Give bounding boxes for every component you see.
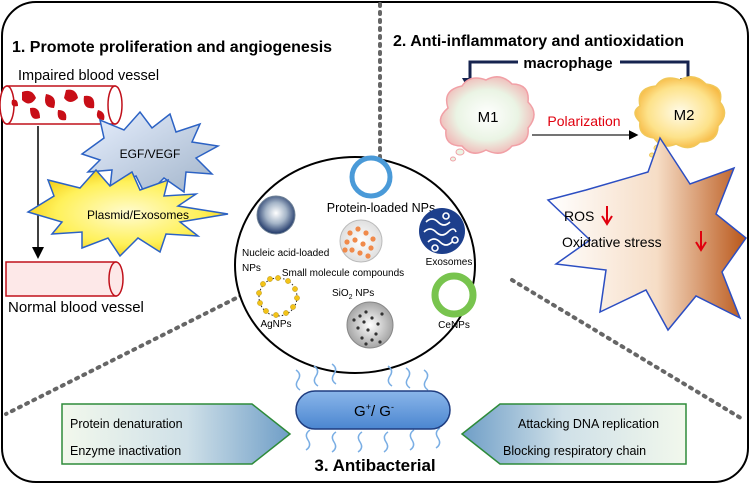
egf-vegf-label: EGF/VEGF (120, 147, 181, 161)
cenps-label: CeNPs (438, 320, 470, 331)
small-molecule-label: Small molecule compounds (282, 268, 404, 279)
left-mechanism-box: Protein denaturation Enzyme inactivation (61, 403, 292, 465)
polarization-label: Polarization (547, 113, 620, 129)
impaired-blood-vessel (0, 85, 123, 125)
bacteria-label-g1: G (354, 403, 366, 420)
m1-label: M1 (478, 109, 499, 126)
section2-title: 2. Anti-inflammatory and antioxidation (393, 33, 684, 50)
macrophage-label: macrophage (523, 55, 612, 72)
ros-down-arrow-icon (601, 206, 613, 226)
impaired-vessel-label: Impaired blood vessel (18, 68, 159, 84)
bacterium-icon: G+/ G- (295, 363, 451, 453)
sio2-label-sub: 2 (349, 294, 353, 301)
section3-title: 3. Antibacterial (314, 456, 435, 475)
cenps-icon (431, 272, 477, 318)
sio2-label: SiO2 NPs (332, 288, 374, 301)
agnps-icon (256, 275, 300, 318)
m2-macrophage-cloud: M2 (634, 76, 726, 158)
bacteria-label: G+/ G- (354, 402, 394, 420)
section1-title: 1. Promote proliferation and angiogenesi… (12, 39, 332, 56)
attacking-dna-label: Attacking DNA replication (518, 417, 659, 431)
protein-np-label: Protein-loaded NPs (327, 201, 435, 215)
sio2-label-base: SiO (332, 288, 349, 299)
normal-blood-vessel (5, 261, 124, 297)
agnps-label: AgNPs (260, 319, 291, 330)
oxidative-stress-label: Oxidative stress (562, 234, 662, 250)
nucleic-acid-np-icon (256, 195, 296, 235)
sio2-label-rest: NPs (353, 288, 375, 299)
m1-macrophage-cloud: M1 (439, 76, 535, 162)
exosomes-label: Exosomes (426, 257, 473, 268)
protein-np-icon (349, 155, 393, 199)
plasmid-exosomes-burst: Plasmid/Exosomes (26, 168, 229, 258)
normal-vessel-label: Normal blood vessel (8, 299, 144, 316)
section-dividers (4, 2, 746, 422)
bacteria-label-minus: - (391, 402, 394, 412)
bacteria-label-sep: / G (371, 403, 391, 420)
egf-vegf-burst: EGF/VEGF (80, 110, 221, 198)
right-mechanism-box: Attacking DNA replication Blocking respi… (460, 403, 687, 465)
small-molecule-icon (339, 219, 383, 263)
stress-down-arrow-icon (695, 231, 707, 252)
nucleic-acid-np-label-1: Nucleic acid-loaded (242, 248, 329, 259)
bacteria-label-plus: + (366, 402, 371, 412)
protein-denaturation-label: Protein denaturation (70, 417, 183, 431)
oxidative-stress-burst (546, 136, 748, 332)
ros-label: ROS (564, 208, 594, 224)
m2-label: M2 (674, 107, 695, 124)
plasmid-exosomes-label: Plasmid/Exosomes (87, 208, 189, 222)
enzyme-inactivation-label: Enzyme inactivation (70, 444, 181, 458)
blocking-respiratory-label: Blocking respiratory chain (503, 444, 646, 458)
exosomes-icon (419, 208, 465, 254)
sio2-np-icon (346, 301, 394, 349)
nucleic-acid-np-label-2: NPs (242, 263, 261, 274)
